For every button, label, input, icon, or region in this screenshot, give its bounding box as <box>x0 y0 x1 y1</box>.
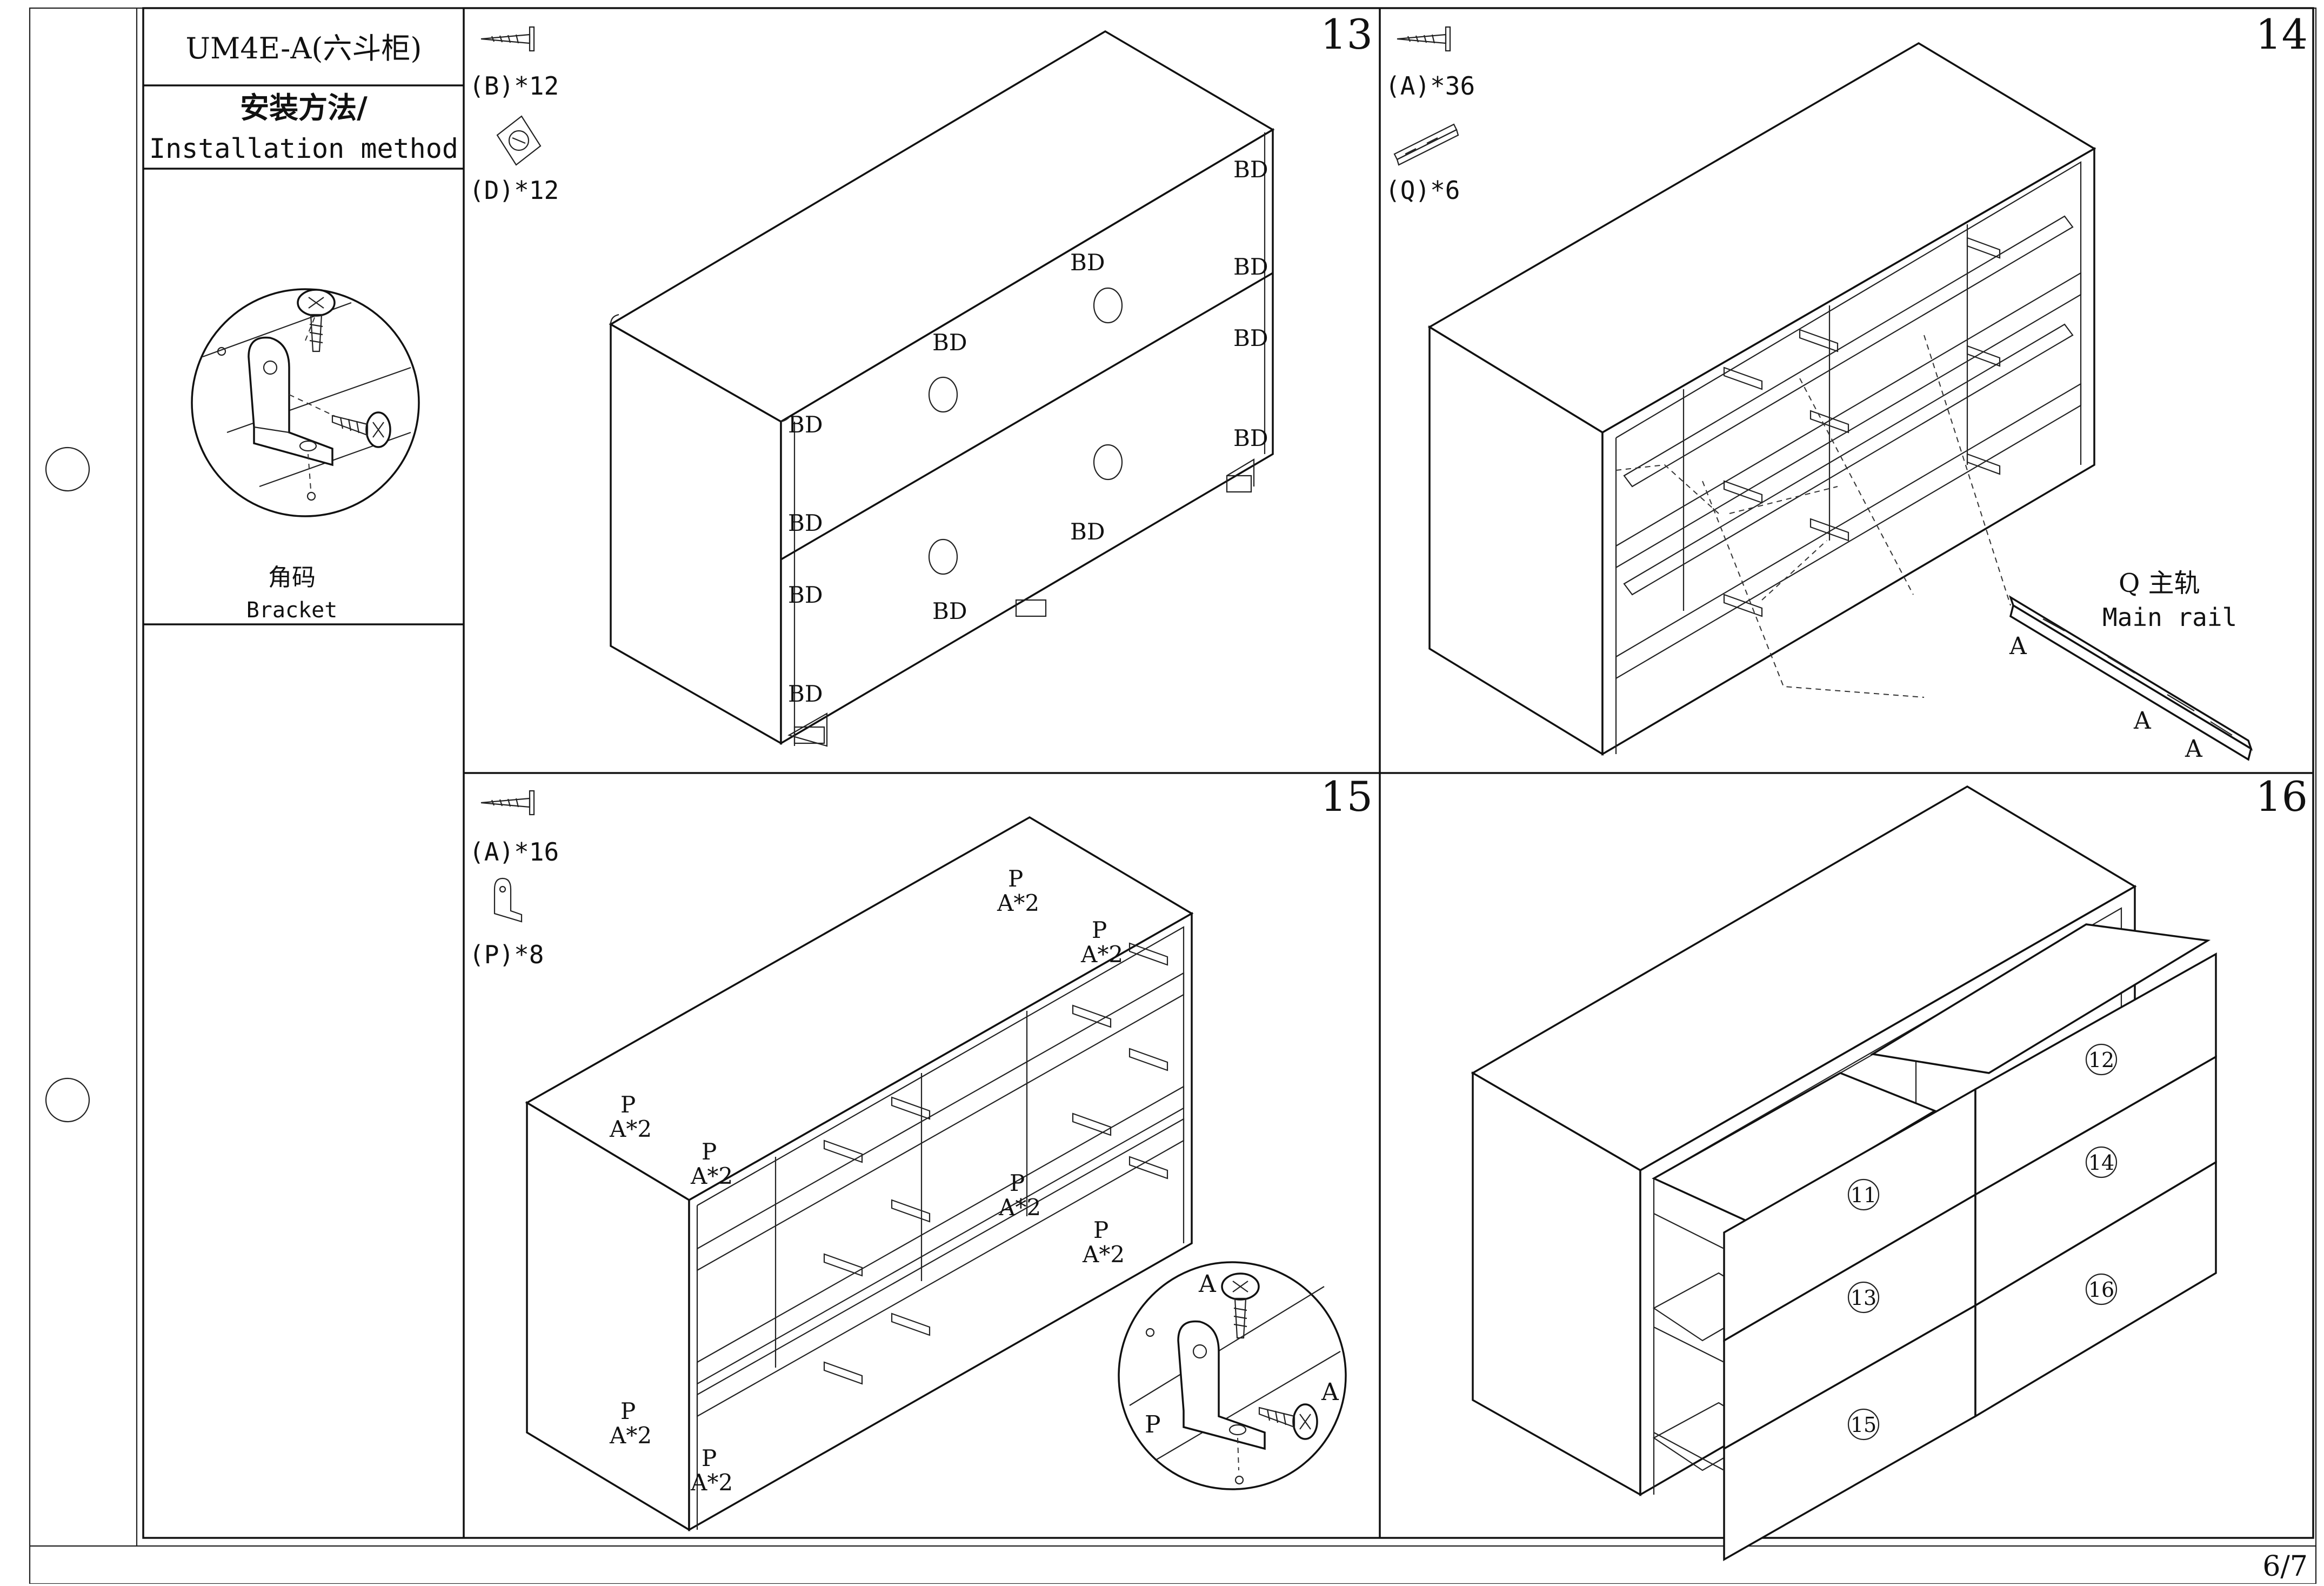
screw-callout: A <box>2185 735 2203 763</box>
a2-callout: A*2 <box>1080 941 1123 968</box>
detail-p-label: P <box>1145 1411 1161 1438</box>
part-label: (A)*36 <box>1385 71 1475 101</box>
rail-label-en: Main rail <box>2102 603 2237 632</box>
cam-fitting-icon <box>496 115 542 166</box>
model-title: UM4E-A(六斗柜) <box>186 31 422 65</box>
drawer-number: 15 <box>1851 1413 1876 1437</box>
bd-callouts: BD BD BD BD BD BD BD BD BD BD BD BD <box>788 156 1268 707</box>
rail-icon <box>1393 123 1459 166</box>
rail-mount <box>1723 237 2001 617</box>
drawer-number: 16 <box>2088 1278 2114 1302</box>
rail-mount <box>823 942 1168 1385</box>
bracket-label-en: Bracket <box>246 598 338 623</box>
bracket-callouts: P A*2 P A*2 P A*2 P A*2 P A*2 P A*2 P A*… <box>609 865 1125 1496</box>
drawer-number: 13 <box>1851 1286 1876 1310</box>
sidebar: UM4E-A(六斗柜) 安装方法/ Installation method <box>149 31 458 623</box>
bd-callout: BD <box>1070 518 1105 545</box>
cabinet-13 <box>609 30 1275 747</box>
a2-callout: A*2 <box>609 1422 652 1449</box>
bd-callout: BD <box>932 329 967 356</box>
step-16-panel: 16 11 <box>1471 772 2308 1562</box>
cabinet-14 <box>1427 42 2096 756</box>
a2-callout: A*2 <box>1082 1241 1125 1268</box>
step-number: 16 <box>2255 772 2308 821</box>
page-number: 6/7 <box>2262 1550 2308 1583</box>
p-callout: P <box>620 1091 636 1118</box>
screw-callout: A <box>2133 707 2152 735</box>
punch-hole-icon <box>45 447 90 492</box>
method-title-cn: 安装方法/ <box>240 90 368 125</box>
bd-callout: BD <box>1070 249 1105 276</box>
punch-hole-icon <box>45 1077 90 1123</box>
drawer-number: 11 <box>1851 1183 1876 1207</box>
p-callout: P <box>1092 917 1107 943</box>
main-rail-icon <box>2008 595 2253 761</box>
drawer-numbers: 11 12 13 14 15 16 <box>1847 1043 2118 1441</box>
a2-callout: A*2 <box>690 1163 733 1189</box>
a2-callout: A*2 <box>997 890 1039 916</box>
part-label: (D)*12 <box>469 176 559 205</box>
bracket-icon <box>493 877 523 923</box>
bracket-detail-icon <box>191 288 420 517</box>
step-13-panel: 13 (B)*12 (D)*12 <box>469 10 1373 747</box>
drawer-badge: 14 <box>2085 1146 2118 1178</box>
a2-callout: A*2 <box>690 1469 733 1496</box>
bracket-detail-icon <box>1118 1261 1347 1490</box>
part-label: (B)*12 <box>469 71 559 101</box>
detail-a-label: A <box>1198 1270 1217 1298</box>
screw-icon <box>480 790 535 816</box>
part-label: (Q)*6 <box>1385 176 1460 205</box>
bd-callout: BD <box>1233 325 1268 351</box>
p-callout: P <box>1010 1170 1025 1196</box>
drawer-badge: 16 <box>2085 1273 2118 1305</box>
bracket-label-cn: 角码 <box>268 564 316 591</box>
bd-callout: BD <box>932 598 967 624</box>
bd-callout: BD <box>1233 425 1268 451</box>
cabinet-15 <box>525 816 1194 1532</box>
step-number: 13 <box>1320 10 1373 58</box>
part-label: (P)*8 <box>469 940 544 969</box>
screw-callout: A <box>2009 632 2027 660</box>
drawer-number: 14 <box>2088 1151 2114 1175</box>
step-14-panel: 14 (A)*36 (Q)*6 <box>1385 10 2308 763</box>
step-number: 14 <box>2255 10 2308 58</box>
bd-callout: BD <box>788 411 823 438</box>
drawer-badge: 13 <box>1847 1281 1880 1314</box>
p-callout: P <box>702 1445 717 1471</box>
detail-a-label: A <box>1321 1378 1339 1406</box>
drawer-badge: 12 <box>2085 1043 2118 1076</box>
step-15-panel: 15 (A)*16 (P)*8 <box>469 772 1373 1532</box>
p-callout: P <box>1008 865 1023 892</box>
screw-icon <box>1397 26 1451 52</box>
drawer-badge: 15 <box>1847 1408 1880 1441</box>
a2-callout: A*2 <box>998 1194 1041 1221</box>
bd-callout: BD <box>788 510 823 536</box>
p-callout: P <box>620 1398 636 1424</box>
part-label: (A)*16 <box>469 837 559 867</box>
bd-callout: BD <box>788 582 823 608</box>
a2-callout: A*2 <box>609 1116 652 1142</box>
method-title-en: Installation method <box>149 133 458 164</box>
rail-label-cn: Q 主轨 <box>2119 568 2200 598</box>
p-callout: P <box>702 1138 717 1165</box>
p-callout: P <box>1093 1217 1108 1243</box>
drawer-number: 12 <box>2088 1048 2114 1072</box>
cabinet-16 <box>1471 785 2217 1562</box>
bd-callout: BD <box>1233 156 1268 183</box>
bd-callout: BD <box>1233 254 1268 280</box>
screw-icon <box>480 26 535 52</box>
step-number: 15 <box>1320 772 1373 821</box>
drawer-badge: 11 <box>1847 1178 1880 1211</box>
bd-callout: BD <box>788 681 823 707</box>
